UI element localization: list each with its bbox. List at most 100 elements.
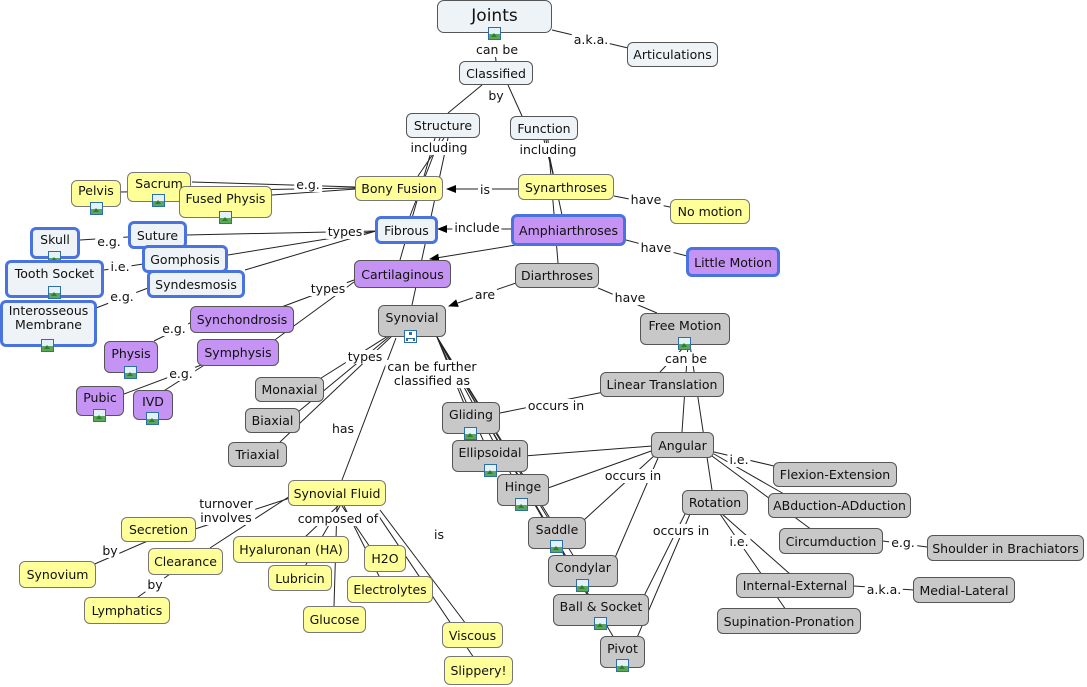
- node-skull[interactable]: Skull: [30, 227, 80, 259]
- image-icon[interactable]: [93, 409, 106, 422]
- node-label: Circumduction: [785, 533, 877, 549]
- node-label: Internal-External: [742, 578, 848, 593]
- node-monaxial[interactable]: Monaxial: [255, 377, 324, 402]
- node-abduction-adduction[interactable]: ABduction-ADduction: [768, 493, 911, 518]
- node-diarthroses[interactable]: Diarthroses: [515, 263, 599, 288]
- node-label: Supination-Pronation: [723, 613, 855, 629]
- node-h2o[interactable]: H2O: [364, 545, 406, 572]
- node-articulations[interactable]: Articulations: [627, 42, 718, 67]
- image-icon[interactable]: [488, 27, 501, 40]
- node-synovium[interactable]: Synovium: [19, 561, 96, 588]
- image-icon[interactable]: [41, 339, 54, 352]
- node-label: Lubricin: [275, 570, 325, 586]
- node-label: Gliding: [449, 406, 493, 422]
- image-icon[interactable]: [678, 337, 691, 350]
- link-label: composed of: [295, 511, 381, 526]
- node-rotation[interactable]: Rotation: [682, 490, 748, 515]
- node-label: Synchondrosis: [196, 312, 288, 327]
- node-biaxial[interactable]: Biaxial: [245, 408, 300, 433]
- node-label: Ellipsoidal: [458, 444, 522, 460]
- node-fibrous[interactable]: Fibrous: [375, 216, 438, 244]
- node-secretion[interactable]: Secretion: [121, 517, 196, 542]
- image-icon[interactable]: [464, 427, 477, 440]
- node-lymphatics[interactable]: Lymphatics: [84, 597, 170, 624]
- node-medial-lateral[interactable]: Medial-Lateral: [913, 577, 1015, 603]
- link-label: occurs in: [525, 398, 587, 413]
- node-label: Gomphosis: [150, 251, 220, 267]
- image-icon[interactable]: [48, 286, 61, 299]
- image-icon[interactable]: [152, 194, 165, 207]
- image-icon[interactable]: [616, 659, 629, 672]
- image-icon[interactable]: [594, 617, 607, 630]
- node-amphiarthroses[interactable]: Amphiarthroses: [511, 214, 626, 246]
- image-icon[interactable]: [90, 202, 103, 215]
- node-flexion-extension[interactable]: Flexion-Extension: [773, 462, 897, 487]
- concept-map-icon[interactable]: [404, 330, 417, 343]
- node-label: H2O: [371, 551, 399, 566]
- node-pelvis[interactable]: Pelvis: [71, 180, 121, 207]
- node-function[interactable]: Function: [510, 116, 578, 140]
- node-hyaluronan[interactable]: Hyaluronan (HA): [233, 536, 349, 563]
- node-linear-translation[interactable]: Linear Translation: [600, 372, 724, 397]
- node-triaxial[interactable]: Triaxial: [228, 442, 287, 467]
- node-angular[interactable]: Angular: [651, 432, 714, 458]
- link-label: can be: [473, 42, 521, 57]
- node-slippery[interactable]: Slippery!: [444, 656, 513, 685]
- node-viscous[interactable]: Viscous: [442, 622, 503, 648]
- node-label: Classified: [466, 65, 526, 81]
- link-label: i.e.: [727, 534, 751, 549]
- node-label: Viscous: [448, 627, 497, 643]
- link-label: have: [628, 192, 664, 207]
- link-label: a.k.a.: [571, 32, 611, 47]
- node-label: Pelvis: [78, 183, 114, 198]
- node-symphysis[interactable]: Symphysis: [197, 339, 279, 366]
- node-synchondrosis[interactable]: Synchondrosis: [190, 306, 294, 333]
- node-classified[interactable]: Classified: [459, 61, 533, 85]
- node-interosseous-membrane[interactable]: Interosseous Membrane: [0, 300, 97, 347]
- image-icon[interactable]: [146, 412, 159, 425]
- link-label: occurs in: [602, 468, 664, 483]
- node-label: Secretion: [129, 522, 188, 537]
- node-label: Syndesmosis: [155, 276, 237, 292]
- node-label: Rotation: [688, 495, 742, 510]
- link-label: types: [325, 224, 365, 239]
- node-electrolytes[interactable]: Electrolytes: [347, 576, 433, 603]
- image-icon[interactable]: [576, 579, 589, 592]
- node-synarthroses[interactable]: Synarthroses: [518, 174, 614, 200]
- node-pivot[interactable]: Pivot: [600, 636, 645, 668]
- node-structure[interactable]: Structure: [406, 113, 480, 138]
- link-label: a.k.a.: [864, 582, 904, 597]
- node-internal-external[interactable]: Internal-External: [736, 573, 854, 598]
- node-label: Linear Translation: [606, 377, 718, 392]
- node-circumduction[interactable]: Circumduction: [779, 528, 883, 554]
- node-supination-pronation[interactable]: Supination-Pronation: [717, 608, 861, 634]
- image-icon[interactable]: [550, 540, 563, 553]
- node-glucose[interactable]: Glucose: [303, 606, 366, 633]
- node-label: Bony Fusion: [361, 181, 437, 196]
- node-cartilaginous[interactable]: Cartilaginous: [354, 260, 451, 288]
- node-label: Synovium: [26, 567, 89, 582]
- node-label: Hinge: [504, 478, 542, 494]
- node-shoulder-brachiators[interactable]: Shoulder in Brachiators: [927, 535, 1084, 561]
- node-label: Tooth Socket: [14, 265, 95, 281]
- node-lubricin[interactable]: Lubricin: [268, 565, 332, 591]
- node-label: Triaxial: [235, 447, 280, 462]
- node-no-motion[interactable]: No motion: [670, 199, 750, 224]
- node-syndesmosis[interactable]: Syndesmosis: [147, 270, 245, 298]
- node-gomphosis[interactable]: Gomphosis: [142, 245, 228, 273]
- image-icon[interactable]: [124, 366, 137, 379]
- link-label: e.g.: [889, 535, 917, 550]
- node-label: Physis: [111, 345, 151, 361]
- node-label: Synovial: [385, 309, 439, 325]
- link-label: e.g.: [167, 366, 195, 381]
- image-icon[interactable]: [515, 498, 528, 511]
- node-ivd[interactable]: IVD: [133, 390, 173, 420]
- node-label: Slippery!: [450, 663, 507, 678]
- node-bony-fusion[interactable]: Bony Fusion: [355, 176, 443, 201]
- image-icon[interactable]: [484, 464, 497, 477]
- node-clearance[interactable]: Clearance: [148, 548, 223, 575]
- node-synovial-fluid[interactable]: Synovial Fluid: [288, 480, 386, 506]
- node-little-motion[interactable]: Little Motion: [686, 247, 780, 277]
- node-joints[interactable]: Joints: [437, 0, 552, 33]
- image-icon[interactable]: [219, 211, 232, 224]
